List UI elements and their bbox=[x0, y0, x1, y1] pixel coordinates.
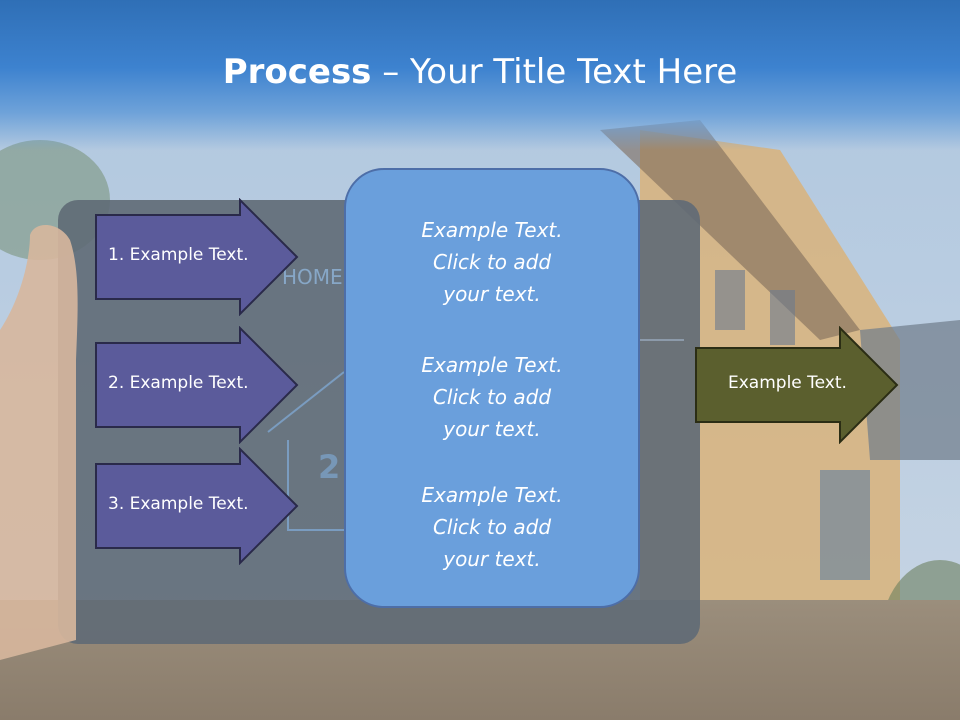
screen-home-text: HOME bbox=[282, 265, 343, 289]
title-bold: Process bbox=[222, 52, 372, 92]
title-rest: – Your Title Text Here bbox=[371, 52, 738, 92]
center-line: Example Text. bbox=[421, 218, 563, 242]
center-paragraph-3: Example Text. Click to add your text. bbox=[346, 479, 638, 575]
step-label-3: 3. Example Text. bbox=[108, 494, 249, 514]
step-arrow-2[interactable] bbox=[94, 326, 300, 444]
center-line: Click to add bbox=[432, 250, 552, 274]
step-label-1: 1. Example Text. bbox=[108, 245, 249, 265]
center-line: Click to add bbox=[432, 515, 552, 539]
center-text-box[interactable]: Example Text. Click to add your text. Ex… bbox=[344, 168, 640, 608]
title-band bbox=[0, 0, 960, 150]
center-line: your text. bbox=[443, 282, 541, 306]
center-line: Example Text. bbox=[421, 353, 563, 377]
output-arrow[interactable] bbox=[694, 326, 900, 444]
center-line: Click to add bbox=[432, 385, 552, 409]
screen-number-text: 2 bbox=[318, 448, 340, 486]
center-paragraph-2: Example Text. Click to add your text. bbox=[346, 349, 638, 445]
center-paragraph-1: Example Text. Click to add your text. bbox=[346, 214, 638, 310]
output-label: Example Text. bbox=[728, 373, 847, 393]
slide-title[interactable]: Process – Your Title Text Here bbox=[0, 52, 960, 92]
center-line: your text. bbox=[443, 417, 541, 441]
step-arrow-3[interactable] bbox=[94, 447, 300, 565]
step-label-2: 2. Example Text. bbox=[108, 373, 249, 393]
center-line: Example Text. bbox=[421, 483, 563, 507]
center-line: your text. bbox=[443, 547, 541, 571]
step-arrow-1[interactable] bbox=[94, 198, 300, 316]
